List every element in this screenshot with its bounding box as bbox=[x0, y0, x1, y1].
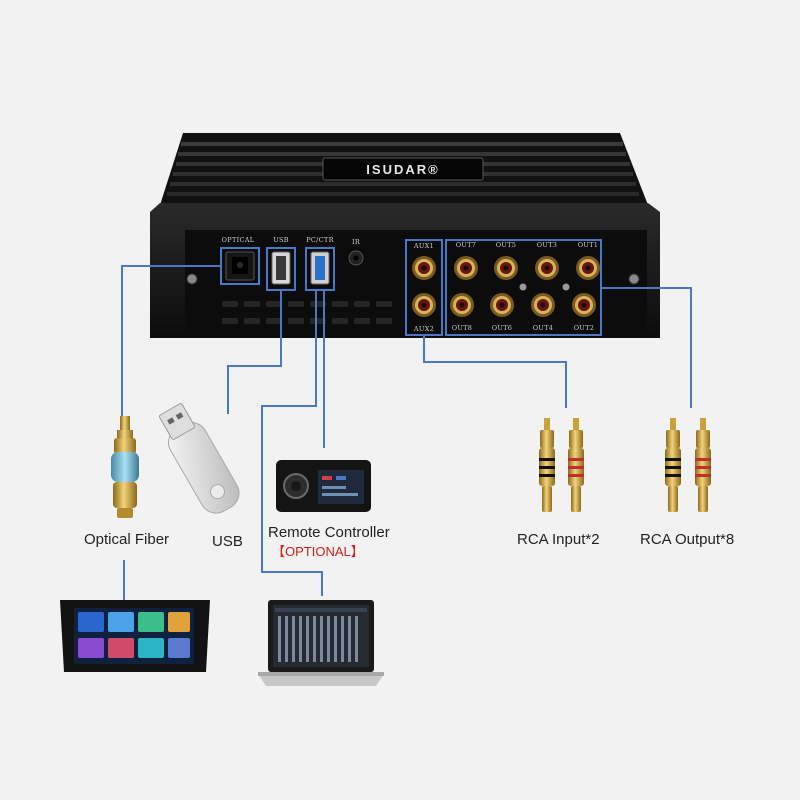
brand-logo: ISUDAR® bbox=[366, 162, 439, 177]
pc-ctr-port bbox=[310, 251, 330, 285]
rca-jack-aux1 bbox=[412, 256, 436, 280]
rca-output-connector-line bbox=[601, 287, 692, 408]
caption-rca-input: RCA Input*2 bbox=[517, 531, 600, 548]
caption-usb: USB bbox=[212, 533, 243, 550]
port-label-out7: OUT7 bbox=[456, 241, 476, 249]
usb-flash-drive-image bbox=[158, 403, 240, 514]
rca-input-plug-right bbox=[568, 418, 584, 512]
caption-optional: 【OPTIONAL】 bbox=[272, 544, 364, 559]
usb-port bbox=[271, 251, 291, 285]
port-label-optical: OPTICAL bbox=[222, 236, 255, 244]
ir-port bbox=[348, 250, 364, 266]
port-label-ir: IR bbox=[352, 238, 361, 246]
laptop-image bbox=[258, 600, 384, 686]
optical-port bbox=[225, 251, 255, 281]
caption-rca-output: RCA Output*8 bbox=[640, 531, 735, 548]
vent-slots bbox=[222, 301, 392, 324]
usb-connector-line bbox=[227, 290, 282, 414]
optical-connector-line bbox=[121, 265, 221, 416]
port-label-aux1: AUX1 bbox=[413, 242, 434, 250]
port-label-out1: OUT1 bbox=[578, 241, 598, 249]
rca-output-plug-right bbox=[695, 418, 711, 512]
pc-connector-line bbox=[261, 290, 323, 596]
caption-optical-fiber: Optical Fiber bbox=[84, 531, 170, 548]
port-label-out8: OUT8 bbox=[452, 324, 472, 332]
connector-lines bbox=[121, 265, 692, 600]
rca-output-plug-left bbox=[665, 418, 681, 512]
rca-jack-aux2 bbox=[412, 293, 436, 317]
rca-jack-out7 bbox=[454, 256, 478, 280]
rca-jack-out5 bbox=[494, 256, 518, 280]
port-label-usb: USB bbox=[273, 236, 289, 244]
car-head-unit-image bbox=[60, 600, 210, 672]
brand-plate bbox=[322, 157, 484, 181]
port-label-out5: OUT5 bbox=[496, 241, 516, 249]
rca-input-connector-line bbox=[423, 335, 567, 408]
rca-jack-out6 bbox=[490, 293, 514, 317]
port-label-out6: OUT6 bbox=[492, 324, 512, 332]
rca-jack-out1 bbox=[576, 256, 600, 280]
port-label-out4: OUT4 bbox=[533, 324, 553, 332]
rca-jack-out8 bbox=[450, 293, 474, 317]
port-label-aux2: AUX2 bbox=[413, 325, 434, 333]
pc-ctr-highlight-box bbox=[305, 247, 335, 291]
port-label-out2: OUT2 bbox=[574, 324, 594, 332]
rca-input-plug-left bbox=[539, 418, 555, 512]
screw-between-jacks-1 bbox=[519, 283, 527, 291]
screw-between-jacks-2 bbox=[562, 283, 570, 291]
caption-remote-controller: Remote Controller bbox=[268, 524, 390, 541]
rca-jack-out4 bbox=[531, 293, 555, 317]
rca-jack-out3 bbox=[535, 256, 559, 280]
remote-controller-image bbox=[276, 460, 371, 512]
panel-screw-left bbox=[186, 273, 198, 285]
port-label-pc-ctr: PC/CTR bbox=[306, 236, 334, 244]
port-label-out3: OUT3 bbox=[537, 241, 557, 249]
panel-screw-right bbox=[628, 273, 640, 285]
rca-jack-out2 bbox=[572, 293, 596, 317]
optical-fiber-cable-image bbox=[111, 416, 139, 518]
